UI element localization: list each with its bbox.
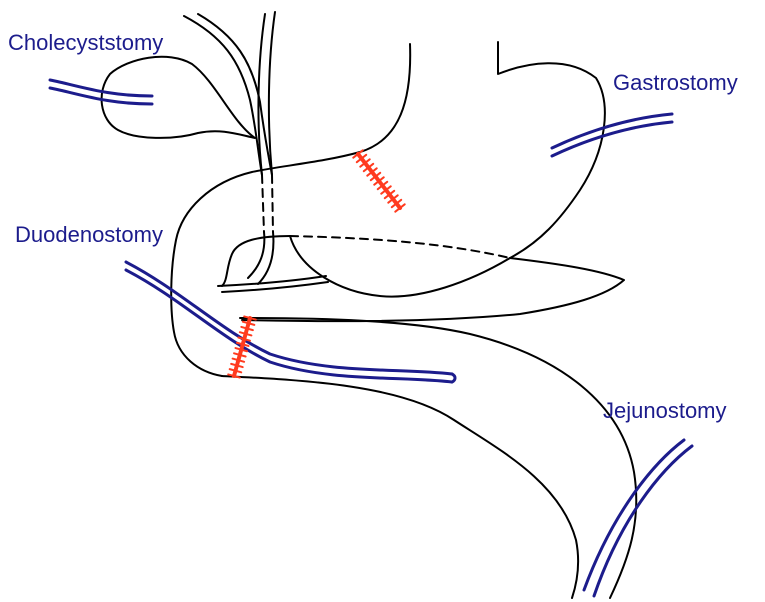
- gastric-suture: [353, 150, 404, 211]
- gastrostomy-tube-1: [552, 114, 672, 148]
- pancreatic-duct-2: [222, 282, 328, 292]
- cbd-hidden-right: [272, 175, 273, 232]
- duodenum-inner-wall: [240, 318, 636, 598]
- duodenal-suture: [228, 316, 256, 377]
- duodenum-outer-wall: [222, 376, 578, 598]
- gastrostomy-label: Gastrostomy: [613, 70, 738, 96]
- duodenostomy-label: Duodenostomy: [15, 222, 163, 248]
- stomach-outline: [171, 44, 410, 376]
- fundus-outline: [498, 42, 605, 258]
- gallbladder-outline: [102, 57, 255, 138]
- cholecystostomy-label: Cholecyststomy: [8, 30, 163, 56]
- greater-curvature: [290, 236, 510, 297]
- bile-duct-left: [184, 16, 262, 175]
- pancreas-outline: [222, 236, 624, 321]
- cbd-hidden-left: [262, 175, 264, 232]
- duodenostomy-tube-end: [452, 374, 455, 382]
- jejunostomy-tube-1: [594, 446, 692, 596]
- bile-duct-right: [198, 14, 272, 175]
- hepatic-duct-left: [258, 14, 265, 175]
- jejunostomy-tube-2: [584, 440, 684, 590]
- stomach-hidden-wall: [290, 236, 510, 258]
- hepatic-duct-right: [269, 12, 275, 175]
- jejunostomy-label: Jejunostomy: [603, 398, 727, 424]
